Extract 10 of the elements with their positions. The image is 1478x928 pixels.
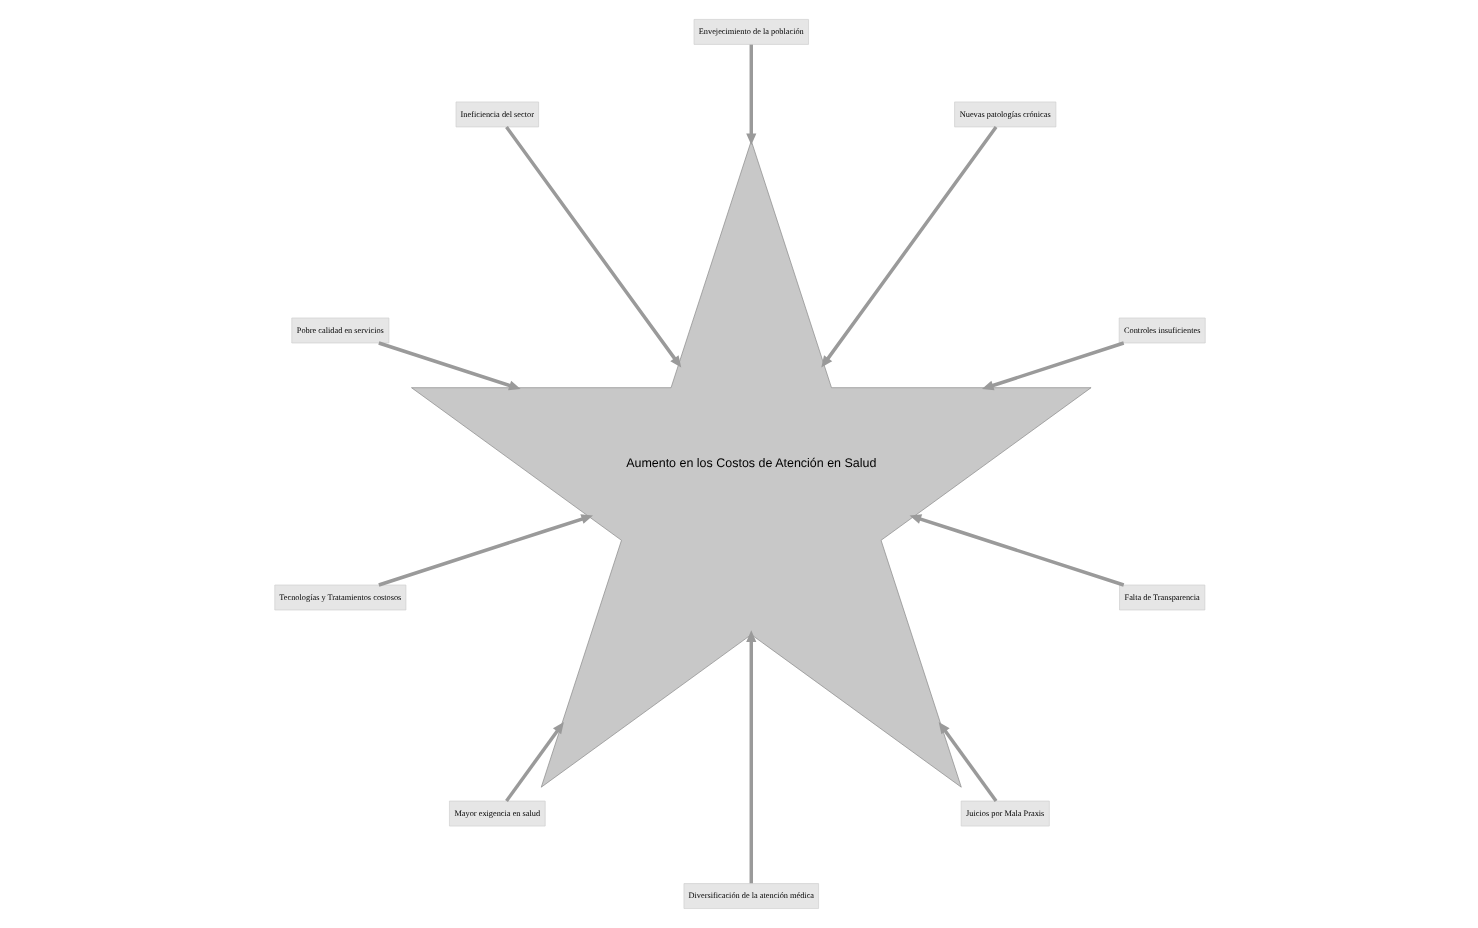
- arrow: [377, 341, 520, 391]
- arrow: [937, 721, 997, 802]
- arrow: [908, 514, 1124, 587]
- arrow: [820, 126, 997, 368]
- arrow: [745, 44, 756, 146]
- arrow: [504, 721, 563, 802]
- arrow: [504, 126, 681, 368]
- arrow: [745, 630, 756, 884]
- arrow: [377, 514, 592, 587]
- arrow: [980, 341, 1124, 391]
